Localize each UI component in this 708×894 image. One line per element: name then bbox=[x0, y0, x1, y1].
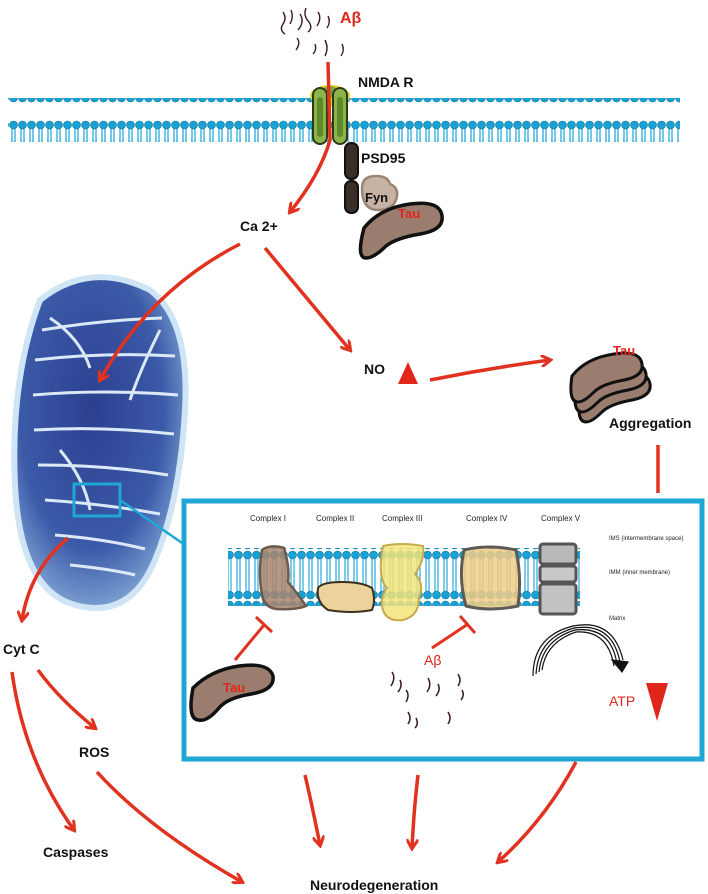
ims-label: IMS (intermembrane space) bbox=[609, 536, 684, 542]
nmda-receptor-label: NMDA R bbox=[358, 74, 414, 90]
increase-triangle-icon bbox=[398, 362, 418, 384]
psd95-label: PSD95 bbox=[361, 150, 406, 166]
cytochrome-c-label: Cyt C bbox=[3, 641, 40, 657]
complex-iv bbox=[459, 545, 522, 611]
abeta-inhibits-complex-iv bbox=[431, 615, 477, 650]
matrix-label: Matrix bbox=[609, 616, 626, 622]
tau-protein-inset bbox=[189, 663, 275, 722]
decrease-triangle-icon bbox=[646, 683, 668, 721]
tau-label-top: Tau bbox=[398, 206, 421, 221]
imm-label: IMM (inner membrane) bbox=[609, 570, 671, 576]
aggregation-label: Aggregation bbox=[609, 415, 692, 431]
atp-synthesis-arrow bbox=[532, 624, 629, 677]
tau-aggregate-stack bbox=[569, 351, 652, 424]
atp-label: ATP bbox=[609, 693, 636, 709]
tau-inhibits-complex-i bbox=[233, 615, 274, 661]
calcium-label: Ca 2+ bbox=[240, 218, 278, 234]
abeta-label-inset: Aβ bbox=[424, 652, 442, 668]
complex-v bbox=[538, 542, 578, 616]
abeta-aggregates-inset bbox=[390, 671, 465, 729]
fyn-label: Fyn bbox=[365, 190, 389, 205]
abeta-aggregates-top bbox=[280, 7, 344, 57]
psd95-protein bbox=[344, 142, 359, 214]
complex-iii-label: Complex III bbox=[382, 514, 423, 523]
tau-label-inset: Tau bbox=[223, 680, 246, 695]
complex-ii-label: Complex II bbox=[316, 514, 355, 523]
tau-protein-top bbox=[358, 201, 444, 260]
caspases-label: Caspases bbox=[43, 844, 109, 860]
complex-ii bbox=[316, 580, 375, 613]
tau-label-aggregate: Tau bbox=[613, 343, 636, 358]
mitochondrion bbox=[11, 274, 189, 611]
neurodegeneration-label: Neurodegeneration bbox=[310, 877, 439, 893]
abeta-label-top: Aβ bbox=[340, 10, 362, 27]
complex-v-label: Complex V bbox=[541, 514, 581, 523]
complex-i-label: Complex I bbox=[250, 514, 287, 523]
complex-iv-label: Complex IV bbox=[466, 514, 508, 523]
complex-i bbox=[258, 545, 308, 611]
fyn-kinase bbox=[360, 174, 399, 212]
pathway-arrows bbox=[10, 61, 660, 882]
nitric-oxide-label: NO bbox=[364, 361, 385, 377]
complex-iii bbox=[379, 543, 425, 622]
ros-label: ROS bbox=[79, 744, 110, 760]
